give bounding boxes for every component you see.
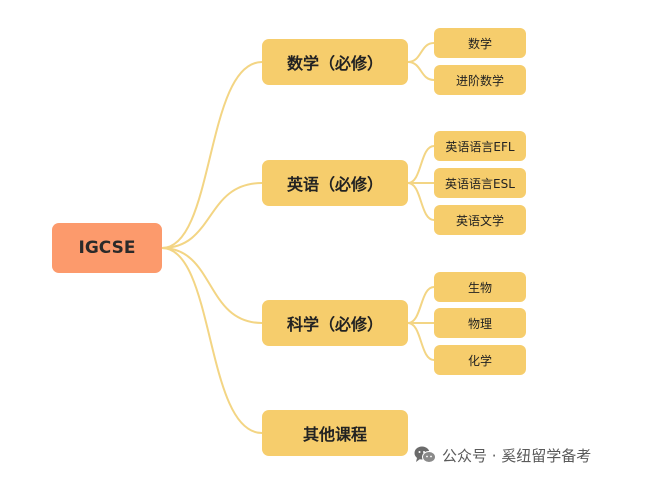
leaf-node-chemistry: 化学 [434, 345, 526, 375]
watermark-text: 公众号 · 奚纽留学备考 [442, 446, 592, 465]
branch-node-english: 英语（必修） [262, 160, 408, 206]
watermark: 公众号 · 奚纽留学备考 [414, 444, 591, 466]
branch-node-other-courses: 其他课程 [262, 410, 408, 456]
leaf-node-english-esl: 英语语言ESL [434, 168, 526, 198]
branch-node-science: 科学（必修） [262, 300, 408, 346]
root-node-igcse: IGCSE [52, 223, 162, 273]
leaf-node-physics: 物理 [434, 308, 526, 338]
leaf-node-english-efl: 英语语言EFL [434, 131, 526, 161]
leaf-node-math: 数学 [434, 28, 526, 58]
leaf-node-advanced-math: 进阶数学 [434, 65, 526, 95]
leaf-node-english-literature: 英语文学 [434, 205, 526, 235]
branch-node-math: 数学（必修） [262, 39, 408, 85]
wechat-icon [414, 446, 436, 463]
leaf-node-biology: 生物 [434, 272, 526, 302]
